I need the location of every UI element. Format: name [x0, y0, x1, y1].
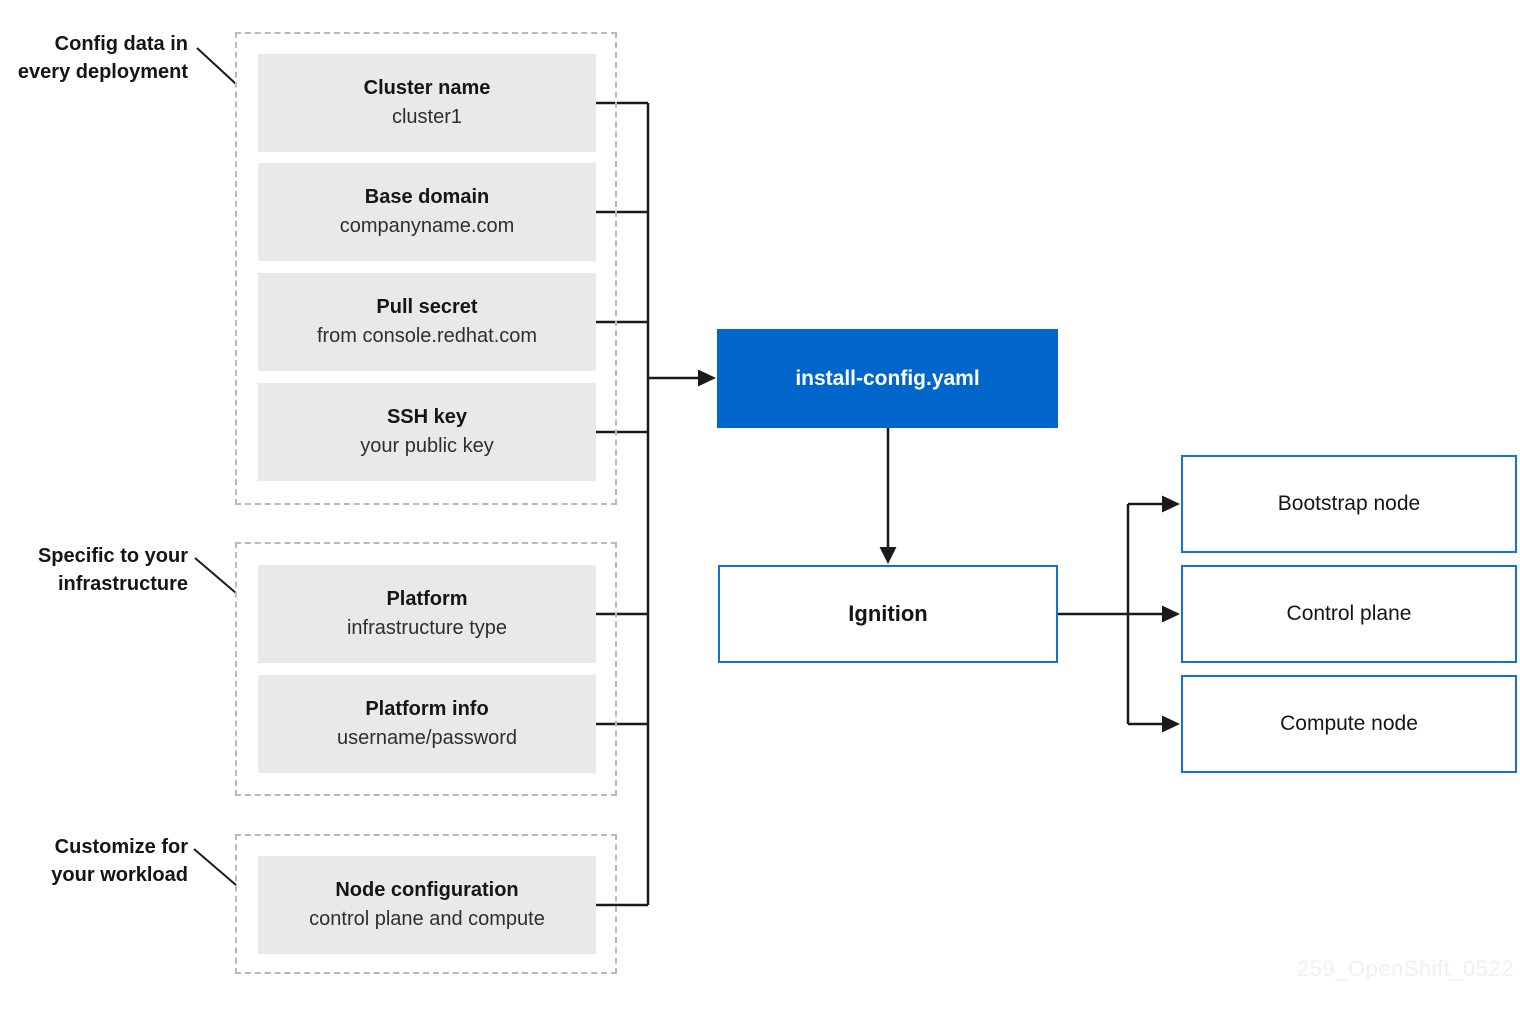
ignition-box: Ignition — [718, 565, 1058, 663]
install-config-label: install-config.yaml — [795, 366, 980, 390]
label-infrastructure-line2: infrastructure — [57, 573, 188, 595]
box-pull-secret: Pull secret from console.redhat.com — [258, 273, 596, 371]
group-workload — [235, 834, 617, 974]
box-cluster-name-title: Cluster name — [363, 77, 491, 99]
bootstrap-node-label: Bootstrap node — [1277, 492, 1421, 515]
box-cluster-name-subtitle: cluster1 — [391, 106, 463, 128]
arrowhead-ignition — [879, 547, 897, 564]
group-config-data — [235, 32, 617, 505]
label-config-data-line2: every deployment — [17, 61, 188, 83]
label-workload-line1: Customize for — [54, 836, 188, 858]
group-infrastructure — [235, 542, 617, 796]
pointer-config-data — [196, 47, 237, 85]
label-config-data-line1: Config data in — [54, 33, 188, 55]
compute-node-label: Compute node — [1280, 712, 1418, 735]
box-platform-info-subtitle: username/password — [336, 727, 518, 749]
label-workload: Customize for your workload — [0, 833, 188, 889]
arrowhead-compute — [1162, 715, 1180, 733]
box-base-domain-subtitle: companyname.com — [339, 215, 515, 237]
box-ssh-key: SSH key your public key — [258, 383, 596, 481]
install-config-box: install-config.yaml — [717, 329, 1058, 428]
label-infrastructure-line1: Specific to your — [37, 545, 188, 567]
box-platform-info: Platform info username/password — [258, 675, 596, 773]
ignition-label: Ignition — [848, 601, 928, 626]
box-platform-info-title: Platform info — [365, 698, 489, 720]
box-node-configuration-title: Node configuration — [335, 879, 519, 901]
pointer-workload — [193, 848, 237, 886]
box-platform: Platform infrastructure type — [258, 565, 596, 663]
box-cluster-name: Cluster name cluster1 — [258, 54, 596, 152]
watermark: 259_OpenShift_0522 — [1297, 956, 1514, 981]
box-ssh-key-title: SSH key — [386, 406, 468, 428]
compute-node-box: Compute node — [1181, 675, 1517, 773]
box-platform-subtitle: infrastructure type — [346, 617, 508, 639]
bootstrap-node-box: Bootstrap node — [1181, 455, 1517, 553]
box-base-domain-title: Base domain — [364, 186, 490, 208]
control-plane-box: Control plane — [1181, 565, 1517, 663]
label-config-data: Config data in every deployment — [0, 30, 188, 86]
arrowhead-install-config — [698, 369, 716, 387]
pointer-infrastructure — [194, 557, 237, 594]
box-ssh-key-subtitle: your public key — [360, 435, 494, 457]
box-pull-secret-title: Pull secret — [376, 296, 478, 318]
arrowhead-control-plane — [1162, 605, 1180, 623]
control-plane-label: Control plane — [1286, 602, 1412, 625]
box-node-configuration-subtitle: control plane and compute — [309, 908, 545, 930]
arrowhead-bootstrap — [1162, 495, 1180, 513]
box-base-domain: Base domain companyname.com — [258, 163, 596, 261]
label-infrastructure: Specific to your infrastructure — [0, 542, 188, 598]
box-platform-title: Platform — [386, 588, 468, 610]
box-node-configuration: Node configuration control plane and com… — [258, 856, 596, 954]
label-workload-line2: your workload — [51, 864, 188, 886]
box-pull-secret-subtitle: from console.redhat.com — [316, 325, 538, 347]
